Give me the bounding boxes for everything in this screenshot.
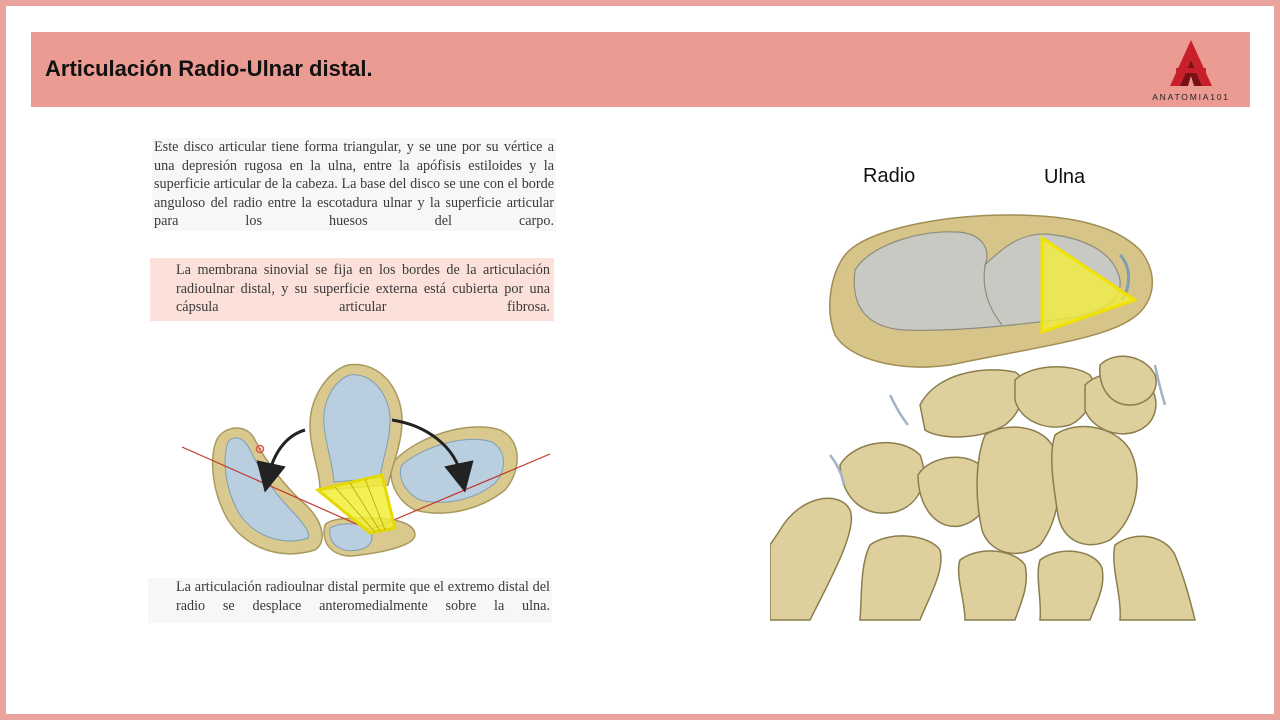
paragraph-text: La articulación radioulnar distal permit… bbox=[176, 579, 550, 614]
metacarpal-2 bbox=[859, 535, 942, 621]
radius-central-position bbox=[309, 363, 403, 491]
carpal-bones bbox=[769, 355, 1196, 621]
pisiform bbox=[1099, 355, 1157, 406]
wrist-bones-illustration bbox=[769, 200, 1205, 626]
triangular-disc-highlight bbox=[1040, 235, 1139, 335]
paragraph-movimiento: La articulación radioulnar distal permit… bbox=[148, 578, 552, 623]
metacarpal-1 bbox=[769, 497, 853, 621]
title-bar: Articulación Radio-Ulnar distal. ANATOMI… bbox=[31, 32, 1250, 107]
pointer-dot-icon bbox=[255, 444, 265, 454]
metacarpal-5 bbox=[1113, 535, 1196, 621]
metacarpal-3 bbox=[957, 550, 1027, 621]
radioulnar-movement-illustration bbox=[170, 350, 560, 575]
paragraph-membrana-sinovial: La membrana sinovial se fija en los bord… bbox=[150, 258, 554, 321]
anatomia101-logo: ANATOMIA101 bbox=[1136, 38, 1246, 102]
logo-text: ANATOMIA101 bbox=[1152, 92, 1230, 102]
logo-a-icon bbox=[1170, 40, 1212, 86]
paragraph-text: La membrana sinovial se fija en los bord… bbox=[176, 262, 550, 315]
slide-title: Articulación Radio-Ulnar distal. bbox=[45, 56, 373, 81]
arrow-right-icon bbox=[391, 418, 474, 493]
label-radio: Radio bbox=[863, 165, 916, 187]
radius-right-position bbox=[390, 426, 518, 514]
trapezium bbox=[839, 442, 925, 514]
label-ulna: Ulna bbox=[1044, 166, 1086, 188]
radius-left-position bbox=[211, 427, 323, 555]
hamate bbox=[1051, 425, 1138, 546]
ligaments bbox=[829, 364, 1167, 486]
metacarpal-4 bbox=[1037, 550, 1104, 621]
lunate bbox=[1014, 366, 1095, 428]
paragraph-disco-articular: Este disco articular tiene forma triangu… bbox=[152, 138, 556, 231]
capitate bbox=[976, 426, 1060, 555]
paragraph-text: Este disco articular tiene forma triangu… bbox=[154, 139, 554, 229]
disc-fibers bbox=[334, 478, 386, 533]
arrow-left-icon bbox=[256, 428, 306, 493]
